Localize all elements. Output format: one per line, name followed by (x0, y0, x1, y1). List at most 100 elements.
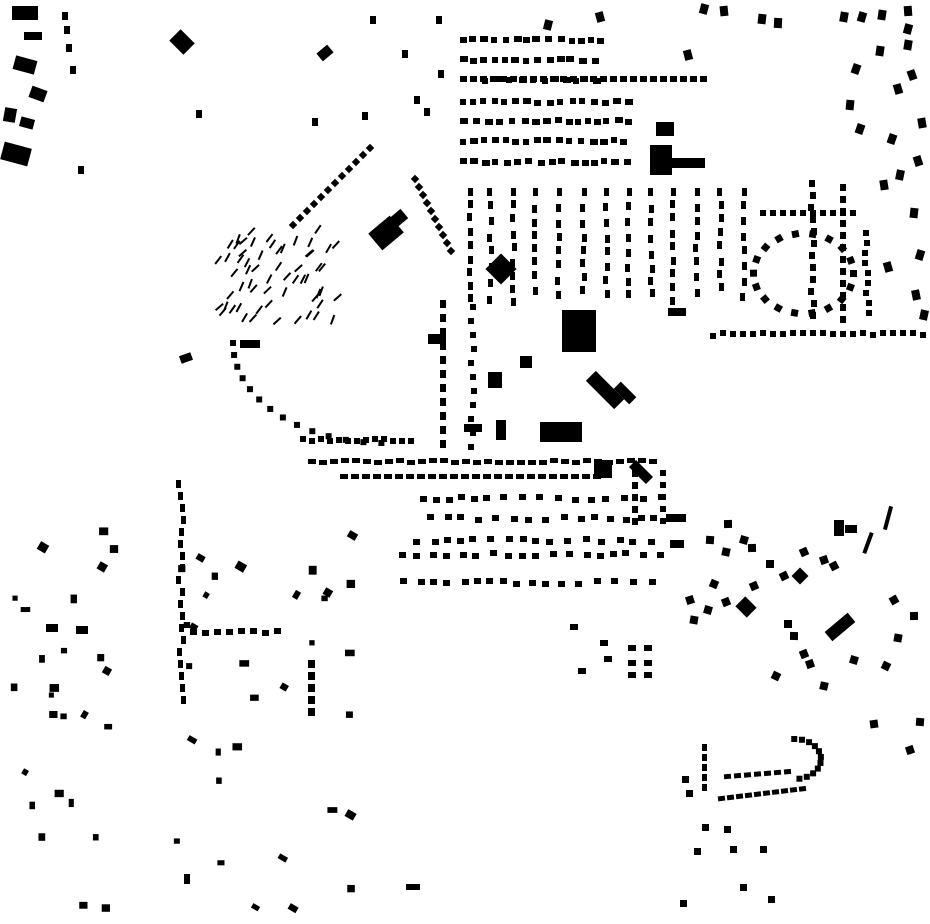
building (311, 293, 320, 303)
building (374, 460, 382, 465)
building (482, 160, 490, 166)
building (442, 238, 452, 248)
building (333, 293, 342, 302)
building (591, 99, 598, 105)
building (730, 331, 736, 337)
building (749, 269, 758, 277)
building (516, 474, 524, 479)
building (529, 580, 536, 586)
building (702, 744, 707, 751)
building (428, 334, 446, 344)
building (693, 244, 698, 252)
building (590, 76, 597, 82)
building (363, 459, 371, 464)
building (616, 459, 624, 464)
building (591, 160, 598, 166)
building (372, 436, 378, 442)
building (840, 316, 846, 323)
building (770, 210, 776, 216)
building (542, 581, 549, 587)
building (818, 554, 830, 566)
building (582, 188, 587, 196)
building (532, 244, 537, 252)
building (365, 143, 375, 153)
building (96, 561, 109, 573)
building (384, 474, 392, 479)
building (525, 158, 532, 164)
building (406, 884, 420, 890)
building (294, 264, 303, 273)
building (38, 833, 46, 841)
building (850, 62, 862, 76)
building (570, 624, 578, 630)
building (824, 612, 856, 642)
building (180, 588, 185, 596)
building (60, 713, 67, 720)
building (36, 541, 50, 554)
building (770, 331, 776, 337)
building (547, 57, 554, 63)
building (492, 515, 499, 521)
building (763, 770, 772, 777)
building (460, 37, 467, 43)
building (511, 200, 516, 208)
building (760, 210, 766, 216)
building (543, 137, 551, 143)
building (632, 482, 638, 489)
building (660, 494, 666, 500)
building (760, 846, 767, 853)
building (503, 137, 509, 143)
building (319, 460, 327, 465)
building (243, 257, 251, 268)
building (892, 83, 904, 95)
building (790, 210, 796, 216)
building (719, 283, 724, 291)
building (602, 496, 609, 502)
building (538, 474, 546, 479)
building (234, 363, 241, 370)
building (291, 274, 300, 284)
building (810, 276, 816, 283)
building (263, 285, 272, 295)
building (196, 110, 202, 118)
building (238, 628, 245, 634)
building (803, 773, 810, 780)
building (426, 206, 436, 216)
building (869, 719, 879, 729)
building (800, 210, 806, 216)
building (856, 11, 868, 23)
building (414, 96, 420, 104)
building (178, 540, 183, 548)
building (753, 791, 762, 798)
building (719, 258, 724, 266)
building (511, 516, 518, 522)
building (345, 649, 355, 657)
building (505, 474, 513, 479)
building (512, 243, 517, 251)
building (504, 160, 511, 166)
building (505, 553, 512, 559)
building (226, 290, 235, 300)
building (542, 19, 554, 31)
building (12, 595, 18, 601)
building (557, 188, 562, 196)
building (186, 735, 198, 745)
building (462, 579, 469, 585)
building (250, 903, 261, 912)
building (464, 424, 482, 432)
building (101, 904, 110, 912)
building (510, 76, 517, 82)
building (774, 233, 784, 244)
building (845, 282, 855, 292)
building (834, 520, 844, 536)
building (648, 188, 653, 196)
building (549, 159, 556, 165)
building (644, 672, 652, 678)
building (488, 372, 502, 388)
building (866, 310, 872, 316)
building (903, 39, 913, 51)
building (810, 330, 816, 336)
building (314, 262, 323, 272)
building (582, 234, 587, 242)
building (337, 171, 347, 181)
